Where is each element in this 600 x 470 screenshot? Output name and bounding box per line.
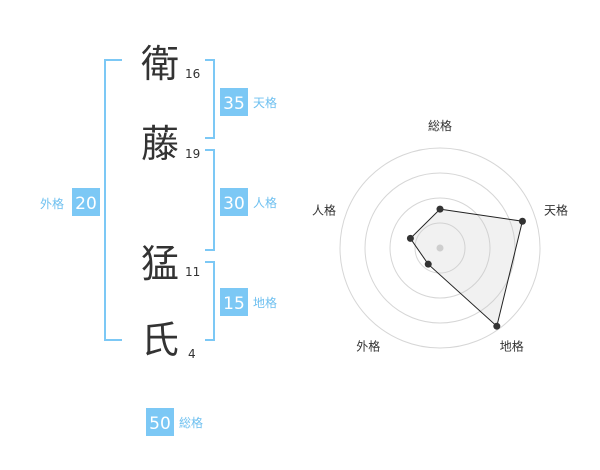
radar-axis-label-1: 総格 bbox=[428, 118, 452, 133]
chikaku-label: 地格 bbox=[253, 295, 277, 310]
jinkaku-bracket bbox=[205, 149, 215, 251]
name-char-2: 藤 bbox=[141, 122, 179, 166]
radar-point-1 bbox=[436, 205, 444, 213]
jinkaku-label: 人格 bbox=[253, 195, 277, 210]
radar-ring-1 bbox=[414, 222, 466, 274]
name-char-4: 氏 bbox=[141, 318, 179, 362]
jinkaku-badge-box bbox=[220, 188, 248, 216]
soukaku-badge: 50 総格 bbox=[146, 408, 203, 436]
tenkaku-badge: 35 天格 bbox=[220, 88, 277, 116]
name-char-1: 衛 bbox=[141, 42, 179, 86]
chikaku-badge-box bbox=[220, 288, 248, 316]
radar-point-5 bbox=[406, 234, 414, 242]
jinkaku-badge: 30 人格 bbox=[220, 188, 277, 216]
chikaku-bracket bbox=[205, 261, 215, 341]
radar-ring-2 bbox=[389, 197, 491, 299]
gaikaku-badge: 外格 20 bbox=[40, 188, 100, 216]
bracket-lines bbox=[104, 59, 215, 341]
radar-point-2 bbox=[518, 217, 526, 225]
radar-ring-4 bbox=[339, 147, 541, 349]
stroke-count-3: 11 bbox=[185, 265, 200, 279]
soukaku-badge-box bbox=[146, 408, 174, 436]
radar-axis-label-2: 天格 bbox=[544, 202, 568, 217]
stroke-count-4: 4 bbox=[188, 347, 196, 361]
soukaku-label: 総格 bbox=[179, 415, 203, 430]
chikaku-badge: 15 地格 bbox=[220, 288, 277, 316]
tenkaku-badge-box bbox=[220, 88, 248, 116]
name-char-3: 猛 bbox=[141, 242, 179, 286]
tenkaku-label: 天格 bbox=[253, 95, 277, 110]
soukaku-value: 50 bbox=[149, 414, 171, 434]
stroke-count-2: 19 bbox=[185, 147, 200, 161]
radar-point-3 bbox=[493, 322, 501, 330]
stroke-count-1: 16 bbox=[185, 67, 200, 81]
gaikaku-label: 外格 bbox=[40, 196, 64, 211]
radar-axis-label-3: 地格 bbox=[500, 339, 524, 354]
radar-ring-3 bbox=[364, 172, 516, 324]
radar-polygon bbox=[409, 208, 524, 328]
tenkaku-bracket bbox=[205, 59, 215, 139]
radar-point-4 bbox=[424, 260, 432, 268]
jinkaku-value: 30 bbox=[223, 194, 245, 214]
chikaku-value: 15 bbox=[223, 294, 245, 314]
tenkaku-value: 35 bbox=[223, 94, 245, 114]
gaikaku-value: 20 bbox=[75, 194, 97, 214]
gaikaku-bracket bbox=[104, 59, 122, 341]
gaikaku-badge-box bbox=[72, 188, 100, 216]
radar-axis-label-4: 外格 bbox=[356, 339, 380, 354]
radar-center bbox=[436, 244, 444, 252]
radar-axis-label-5: 人格 bbox=[312, 202, 336, 217]
